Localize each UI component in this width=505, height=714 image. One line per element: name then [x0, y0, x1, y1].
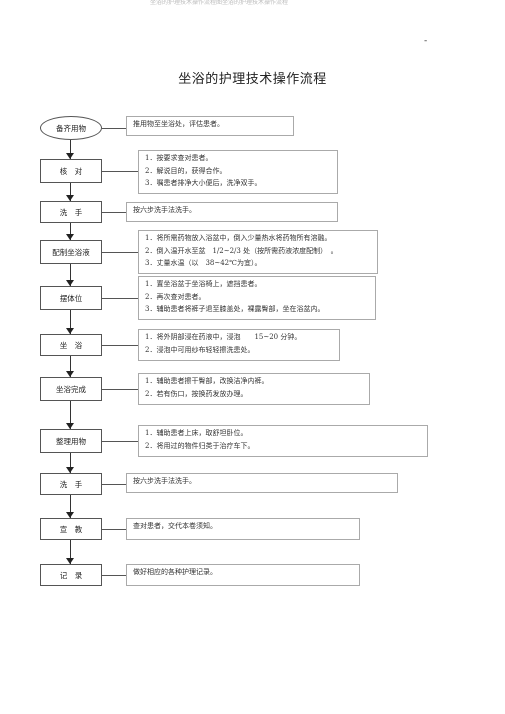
flow-step-sitz-bath: 坐 浴	[40, 334, 102, 356]
arrow-down-icon	[66, 234, 74, 240]
step-label: 坐 浴	[59, 340, 83, 350]
step-label: 摆体位	[59, 293, 83, 303]
note-line: 1．辅助患者擦干臀部，改换洁净内裤。	[145, 377, 269, 385]
step-label: 记 录	[59, 570, 83, 580]
note-line: 2．解说目的，获得合作。	[145, 166, 227, 175]
page-header-text: 坐浴的护理技术操作流程图坐浴的护理技术操作流程	[150, 0, 289, 6]
flow-vertical-line	[70, 140, 71, 582]
note-line: 查对患者，交代本卷须知。	[133, 522, 217, 530]
connector-line	[102, 171, 138, 172]
note-line: 1．按要求查对患者。	[145, 154, 213, 162]
step-note-tidy-up: 1．辅助患者上床，取舒坦卧位。 2．将用过的物件归类于治疗车下。	[138, 425, 428, 457]
connector-line	[102, 345, 138, 346]
note-line: 1．将所需药物放入浴盆中，倒入少量热水将药物所有溶融。	[145, 234, 332, 242]
step-note-handwash-2: 按六步洗手法洗手。	[126, 473, 398, 493]
arrow-down-icon	[66, 195, 74, 201]
step-note-bath-complete: 1．辅助患者擦干臀部，改换洁净内裤。 2．若有伤口，按换药发放办理。	[138, 373, 370, 405]
step-note-position: 1．置坐浴盆于坐浴椅上，遮挡患者。 2．再次查对患者。 3．辅助患者将裤子退至膝…	[138, 276, 376, 320]
note-line: 2．倒入温开水至盆 1/2~2/3 处（按所需药液浓度配制） 。	[145, 246, 338, 255]
step-label: 核 对	[59, 166, 83, 176]
note-line: 3．丈量水温（以 38~42℃为宜）。	[145, 259, 262, 267]
flow-step-handwash-2: 洗 手	[40, 473, 102, 495]
step-note-education: 查对患者，交代本卷须知。	[126, 518, 360, 540]
note-line: 2．浸泡中可用纱布轻轻擦洗患处。	[145, 345, 255, 354]
step-note-prepare-solution: 1．将所需药物放入浴盆中，倒入少量热水将药物所有溶融。 2．倒入温开水至盆 1/…	[138, 230, 378, 274]
flow-step-check: 核 对	[40, 159, 102, 183]
flow-step-prepare: 备齐用物	[40, 116, 102, 140]
arrow-down-icon	[66, 512, 74, 518]
note-line: 按六步洗手法洗手。	[133, 477, 196, 485]
note-line: 3．辅助患者将裤子退至膝盖处，裸露臀部，坐在浴盆内。	[145, 305, 325, 313]
arrow-down-icon	[66, 153, 74, 159]
note-line: 2．再次查对患者。	[145, 292, 206, 301]
arrow-down-icon	[66, 280, 74, 286]
flow-step-bath-complete: 坐浴完成	[40, 377, 102, 401]
connector-line	[102, 212, 126, 213]
note-line: 2．若有伤口，按换药发放办理。	[145, 389, 248, 398]
connector-line	[102, 529, 126, 530]
corner-mark: -	[424, 36, 428, 46]
flow-step-position: 摆体位	[40, 286, 102, 310]
arrow-down-icon	[66, 467, 74, 473]
page-title: 坐浴的护理技术操作流程	[178, 72, 327, 87]
arrow-down-icon	[66, 423, 74, 429]
step-note-prepare: 推用物至坐浴处，评估患者。	[126, 116, 294, 136]
arrow-down-icon	[66, 328, 74, 334]
step-label: 宣 教	[59, 524, 83, 534]
step-note-record: 做好相应的各种护理记录。	[126, 564, 360, 586]
note-line: 3．嘱患者排净大小便后，洗净双手。	[145, 179, 262, 187]
step-label: 坐浴完成	[56, 384, 86, 394]
step-note-sitz-bath: 1．将外阴部浸在药液中，浸泡 15~20 分钟。 2．浸泡中可用纱布轻轻擦洗患处…	[138, 329, 340, 361]
arrow-down-icon	[66, 371, 74, 377]
step-note-handwash: 按六步洗手法洗手。	[126, 202, 338, 222]
note-line: 做好相应的各种护理记录。	[133, 568, 217, 576]
note-line: 按六步洗手法洗手。	[133, 206, 196, 214]
step-label: 配制坐浴液	[52, 247, 90, 257]
connector-line	[102, 298, 138, 299]
flow-step-tidy-up: 整理用物	[40, 429, 102, 453]
connector-line	[102, 441, 138, 442]
note-line: 1．将外阴部浸在药液中，浸泡 15~20 分钟。	[145, 333, 302, 341]
step-label: 洗 手	[59, 479, 83, 489]
note-line: 1．置坐浴盆于坐浴椅上，遮挡患者。	[145, 280, 262, 288]
note-line: 1．辅助患者上床，取舒坦卧位。	[145, 429, 248, 437]
connector-line	[102, 128, 126, 129]
step-label: 洗 手	[59, 207, 83, 217]
flow-step-record: 记 录	[40, 564, 102, 586]
note-line: 2．将用过的物件归类于治疗车下。	[145, 441, 255, 450]
step-label: 整理用物	[56, 436, 86, 446]
note-line: 推用物至坐浴处，评估患者。	[133, 120, 224, 128]
connector-line	[102, 389, 138, 390]
connector-line	[102, 484, 126, 485]
connector-line	[102, 252, 138, 253]
arrow-down-icon	[66, 558, 74, 564]
step-label: 备齐用物	[56, 123, 86, 133]
flow-step-prepare-solution: 配制坐浴液	[40, 240, 102, 264]
flow-step-education: 宣 教	[40, 518, 102, 540]
step-note-check: 1．按要求查对患者。 2．解说目的，获得合作。 3．嘱患者排净大小便后，洗净双手…	[138, 150, 338, 194]
connector-line	[102, 575, 126, 576]
flow-step-handwash: 洗 手	[40, 201, 102, 223]
